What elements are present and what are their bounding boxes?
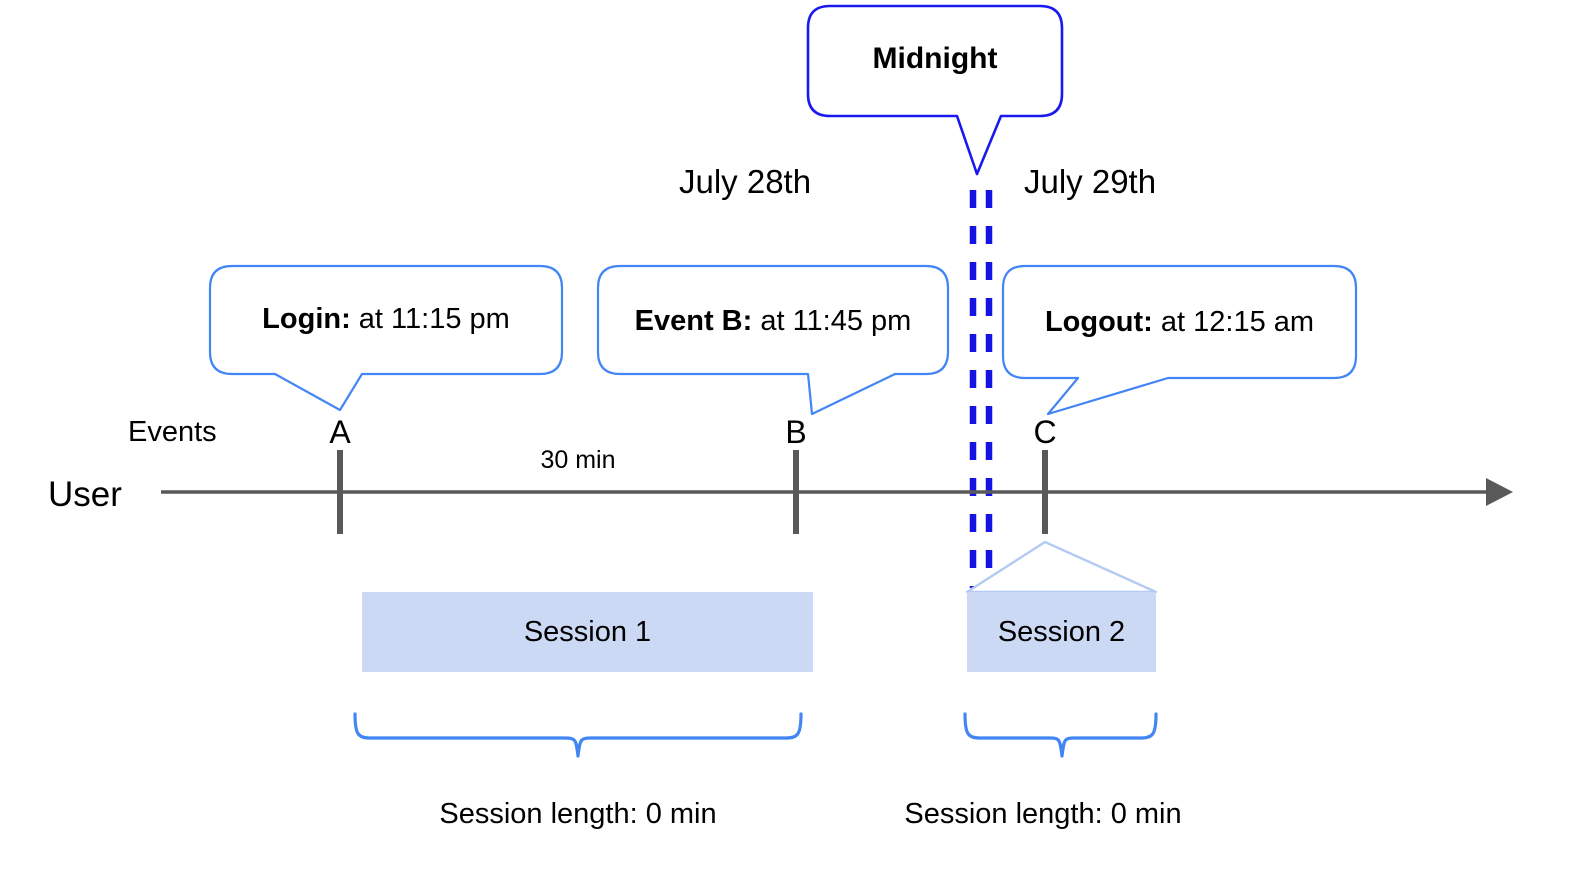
session-1-length-label: Session length: 0 min — [439, 798, 717, 830]
callout-login-detail: at 11:15 pm — [350, 303, 510, 335]
callout-login-lead: Login: — [262, 303, 351, 335]
event-markers — [337, 450, 1048, 534]
callout-logout-detail: at 12:15 am — [1152, 306, 1315, 338]
axis-row-label-user: User — [48, 475, 122, 514]
marker-letter-b: B — [785, 414, 807, 450]
midnight-callout-shape — [806, 4, 1064, 176]
marker-letter-c: C — [1033, 414, 1057, 450]
session-2-connector — [965, 540, 1158, 594]
session-1-label: Session 1 — [523, 616, 652, 648]
axis-events-label: Events — [128, 416, 217, 448]
session-1-brace — [353, 712, 803, 758]
callout-logout-text: Logout: at 12:15 am — [1003, 308, 1356, 337]
callout-c-shape — [1001, 264, 1358, 416]
gap-duration-label: 30 min — [540, 446, 616, 474]
callout-event-b-text: Event B: at 11:45 pm — [598, 307, 948, 336]
midnight-label: Midnight — [872, 42, 998, 75]
date-label-july-29: July 29th — [1024, 163, 1157, 200]
session-2-label: Session 2 — [997, 616, 1126, 648]
callout-a-shape — [208, 264, 564, 412]
callout-b-shape — [596, 264, 950, 416]
date-label-july-28: July 28th — [679, 163, 812, 200]
callout-login-text: Login: at 11:15 pm — [210, 305, 562, 334]
callout-event-b-lead: Event B: — [634, 305, 753, 337]
timeline-axis — [161, 478, 1513, 506]
marker-letter-a: A — [329, 414, 351, 450]
callout-event-b-detail: at 11:45 pm — [752, 305, 912, 337]
midnight-dashed-lines — [969, 190, 993, 588]
callout-logout-lead: Logout: — [1044, 306, 1153, 338]
session-2-length-label: Session length: 0 min — [904, 798, 1182, 830]
session-2-brace — [963, 712, 1158, 758]
